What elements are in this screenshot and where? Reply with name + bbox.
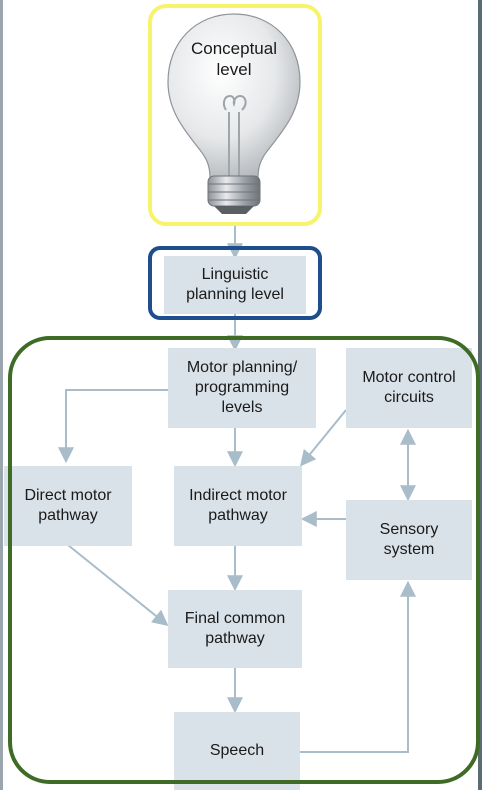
arrows: [58, 222, 416, 753]
frame-left-border: [0, 0, 3, 790]
arrow-direct-to-final: [67, 544, 169, 627]
speech-box: Speech: [174, 712, 300, 790]
motor-control-box: Motor control circuits: [346, 348, 472, 428]
indirect-motor-box: Indirect motor pathway: [174, 466, 302, 546]
motor-control-label: Motor control circuits: [362, 369, 456, 406]
motor-planning-label: Motor planning/ programming levels: [186, 359, 298, 416]
linguistic-planning-label: Linguistic planning level: [186, 266, 284, 303]
sensory-system-box: Sensory system: [346, 500, 472, 580]
direct-motor-box: Direct motor pathway: [4, 466, 132, 546]
arrow-motor-planning-to-direct: [58, 389, 168, 464]
arrow-motor-control-to-indirect: [299, 409, 347, 467]
arrow-speech-to-sensory: [300, 580, 416, 753]
speech-label: Speech: [209, 742, 265, 759]
linguistic-planning-box: Linguistic planning level: [164, 256, 306, 314]
sensory-system-label: Sensory system: [379, 521, 439, 558]
indirect-motor-label: Indirect motor pathway: [189, 487, 287, 524]
direct-motor-label: Direct motor pathway: [24, 487, 112, 524]
conceptual-level-label: Conceptual level: [190, 39, 277, 79]
lightbulb-icon: [167, 13, 301, 214]
frame-right-border: [478, 0, 482, 790]
final-common-label: Final common pathway: [184, 610, 286, 647]
final-common-box: Final common pathway: [168, 590, 302, 668]
motor-planning-box: Motor planning/ programming levels: [168, 348, 316, 428]
